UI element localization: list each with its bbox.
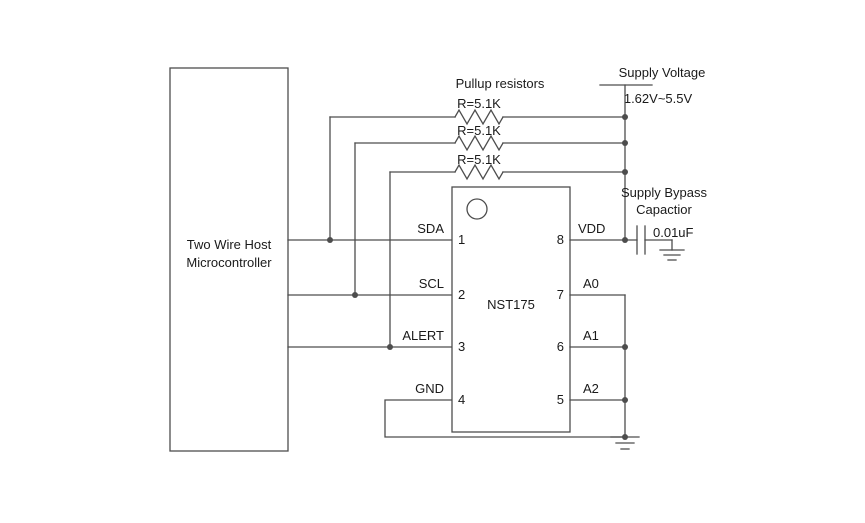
junction-dot bbox=[352, 292, 358, 298]
pin-label-a1: A1 bbox=[583, 328, 599, 343]
pullup-risers bbox=[329, 116, 391, 348]
ic-name: NST175 bbox=[487, 297, 535, 312]
pin-number-1: 1 bbox=[458, 232, 465, 247]
junction-dot bbox=[327, 237, 333, 243]
supply-voltage-range: 1.62V~5.5V bbox=[624, 91, 693, 106]
junction-dot bbox=[622, 434, 628, 440]
pin-number-6: 6 bbox=[557, 339, 564, 354]
junction-dots bbox=[327, 114, 628, 440]
pin-label-sda: SDA bbox=[417, 221, 444, 236]
pin-label-gnd: GND bbox=[415, 381, 444, 396]
pin-number-4: 4 bbox=[458, 392, 465, 407]
pin-label-a0: A0 bbox=[583, 276, 599, 291]
right-wires bbox=[569, 239, 638, 438]
junction-dot bbox=[622, 169, 628, 175]
pin1-marker-circle bbox=[466, 198, 488, 220]
resistor-symbol-2 bbox=[454, 134, 504, 152]
microcontroller-label-line2: Microcontroller bbox=[186, 255, 272, 270]
pin-label-vdd: VDD bbox=[578, 221, 605, 236]
junction-dot bbox=[622, 397, 628, 403]
pullup-resistors: Pullup resistors R=5.1K R=5.1K R=5.1K bbox=[329, 76, 626, 181]
junction-dot bbox=[622, 237, 628, 243]
pin-number-8: 8 bbox=[557, 232, 564, 247]
pin-number-3: 3 bbox=[458, 339, 465, 354]
wire-gnd bbox=[384, 399, 626, 438]
bypass-label-line1: Supply Bypass bbox=[621, 185, 707, 200]
pullup-title: Pullup resistors bbox=[456, 76, 545, 91]
supply-section: Supply Voltage 1.62V~5.5V bbox=[599, 65, 706, 241]
microcontroller-block: Two Wire Host Microcontroller bbox=[169, 67, 289, 452]
junction-dot bbox=[622, 140, 628, 146]
resistor-symbol-1 bbox=[454, 108, 504, 126]
junction-dot bbox=[622, 344, 628, 350]
signal-wires bbox=[287, 239, 626, 438]
pin-label-alert: ALERT bbox=[402, 328, 444, 343]
resistor-value-3: R=5.1K bbox=[457, 152, 501, 167]
microcontroller-label-line1: Two Wire Host bbox=[187, 237, 272, 252]
resistor-value-2: R=5.1K bbox=[457, 123, 501, 138]
microcontroller-box bbox=[169, 67, 289, 452]
ground-symbol-capacitor bbox=[659, 249, 685, 261]
pin-number-5: 5 bbox=[557, 392, 564, 407]
nst175-ic: NST175 SDA SCL ALERT GND 1 2 3 4 8 7 6 5… bbox=[402, 186, 605, 433]
supply-voltage-label: Supply Voltage bbox=[619, 65, 706, 80]
bypass-label-line2: Capactior bbox=[636, 202, 692, 217]
pin-number-7: 7 bbox=[557, 287, 564, 302]
capacitor-value: 0.01uF bbox=[653, 225, 694, 240]
resistor-symbol-3 bbox=[454, 163, 504, 181]
bypass-capacitor: Supply Bypass Capactior 0.01uF bbox=[621, 185, 707, 261]
junction-dot bbox=[387, 344, 393, 350]
pin-label-scl: SCL bbox=[419, 276, 444, 291]
junction-dot bbox=[622, 114, 628, 120]
ic-body bbox=[451, 186, 571, 433]
resistor-value-1: R=5.1K bbox=[457, 96, 501, 111]
pin-number-2: 2 bbox=[458, 287, 465, 302]
pin-label-a2: A2 bbox=[583, 381, 599, 396]
